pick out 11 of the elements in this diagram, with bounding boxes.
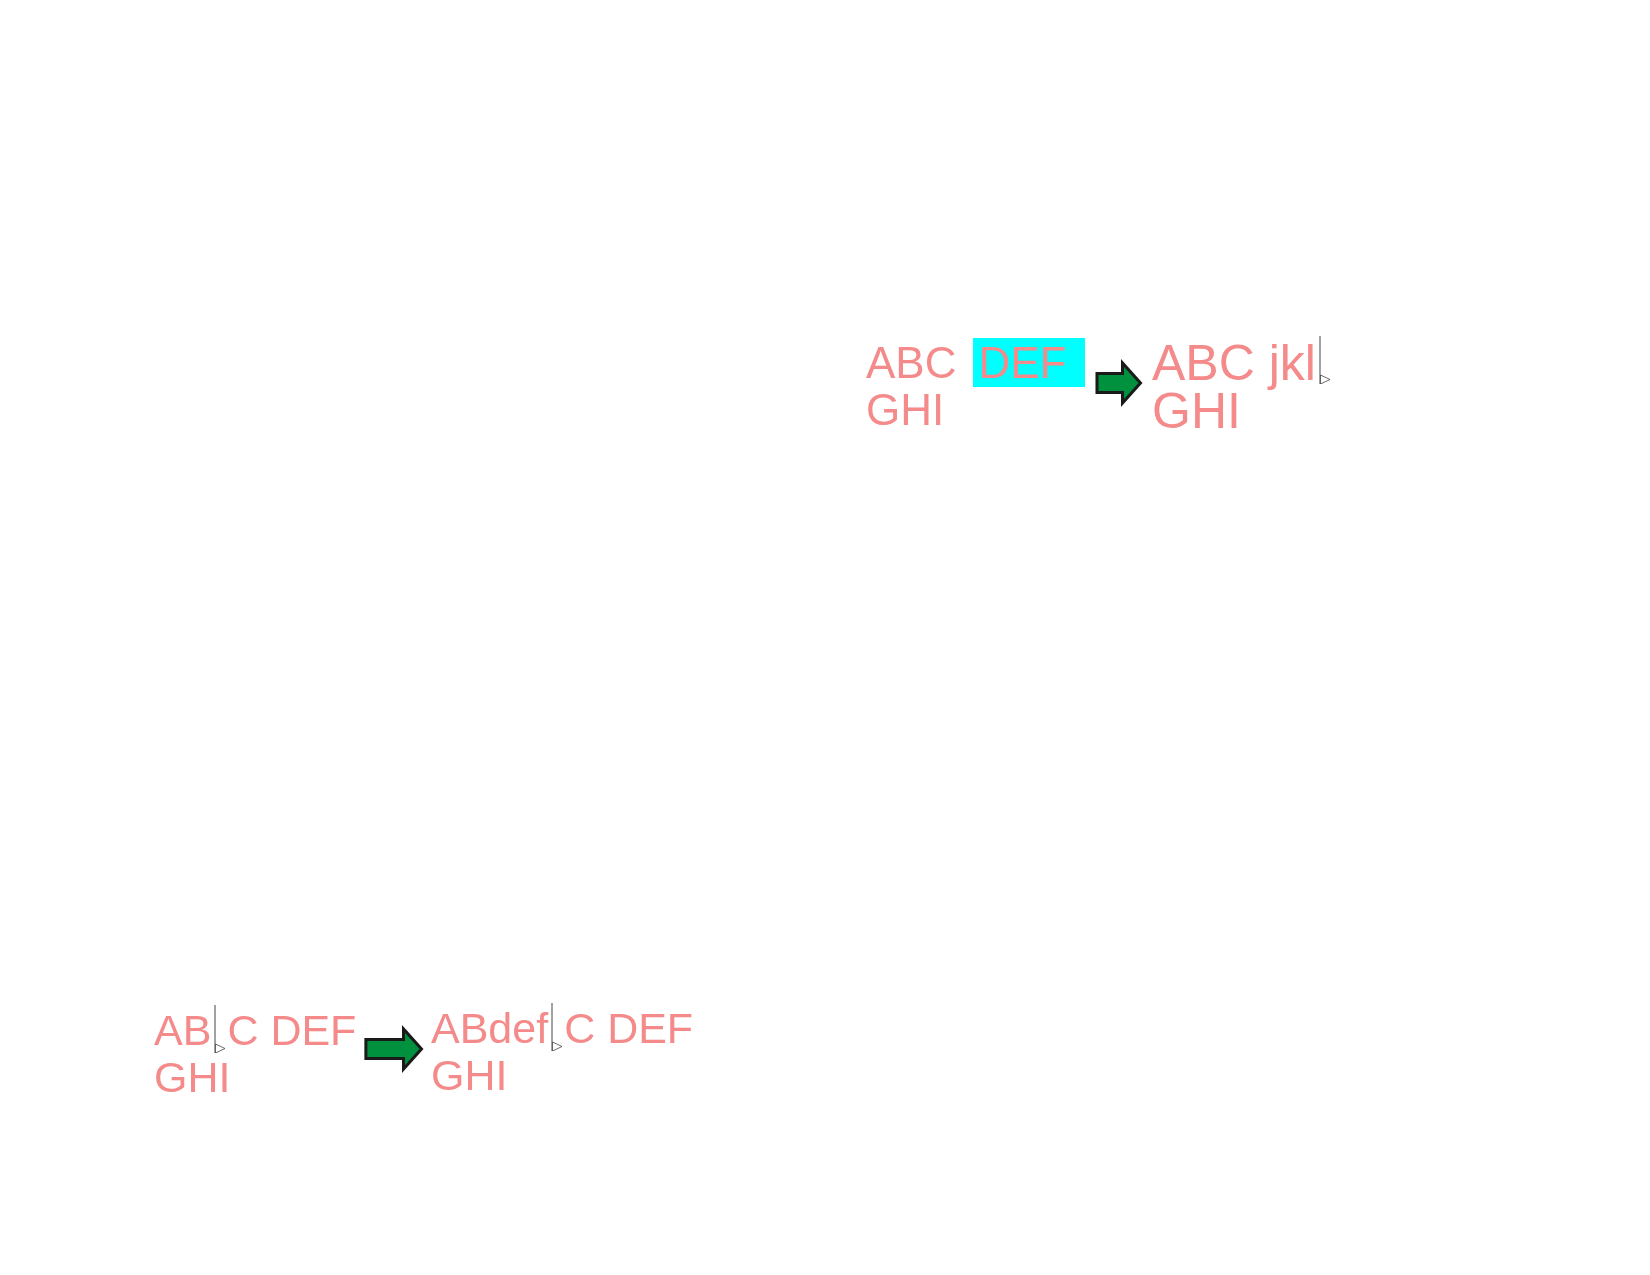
editor-text: GHI — [866, 385, 945, 434]
editor-text: C DEF — [564, 1004, 694, 1052]
editor-text: AB — [154, 1006, 212, 1054]
block-arrow — [1095, 359, 1143, 407]
editor-text: ABC — [866, 338, 957, 387]
editor-text: GHI — [154, 1053, 231, 1101]
block-arrow — [364, 1025, 424, 1073]
editor-text: C DEF — [227, 1006, 357, 1054]
editor-text: ABdef — [431, 1004, 549, 1052]
editor-text: GHI — [431, 1051, 508, 1099]
selected-text: DEF — [973, 338, 1086, 387]
